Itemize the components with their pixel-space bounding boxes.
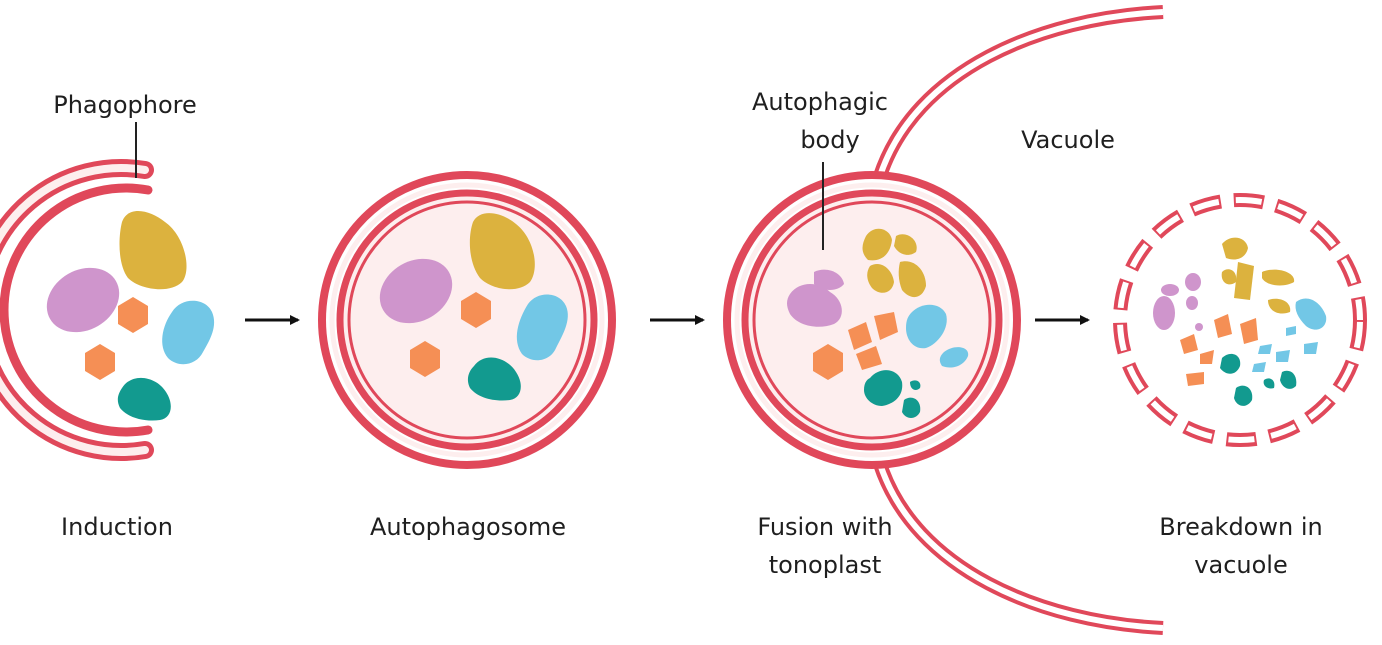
cargo-blue-fragment <box>1276 350 1290 362</box>
stage-caption: vacuole <box>1194 551 1287 579</box>
cargo-gold-fragment <box>867 263 894 293</box>
cargo-lilac-fragment <box>1186 296 1198 310</box>
cargo-gold-blob <box>469 213 535 290</box>
cargo-orange-hexagon-1 <box>461 292 491 328</box>
cargo-orange-fragment <box>1214 314 1232 338</box>
cargo-lilac-fragment <box>814 269 844 290</box>
cargo-teal-fragment <box>1280 370 1297 389</box>
phagophore-membrane <box>0 159 154 461</box>
cargo-teal-blob <box>467 357 521 401</box>
cargo-gold-fragment <box>1268 298 1291 314</box>
cargo-gold-fragment <box>862 228 892 261</box>
cargo-orange-fragment <box>1180 334 1198 354</box>
cargo-teal-fragment <box>910 380 921 390</box>
cargo-lilac-oval <box>379 258 453 324</box>
cargo-blue-fragment <box>1295 298 1327 330</box>
cargo-gold-fragment <box>1234 262 1254 300</box>
cargo-lilac-fragment <box>1153 296 1175 330</box>
cargo-gold-fragment <box>894 234 917 255</box>
vacuole-label: Vacuole <box>1021 126 1115 154</box>
phagophore-label: Phagophore <box>53 91 197 119</box>
stage-breakdown-in-vacuole: Breakdown in vacuole <box>1113 193 1367 579</box>
cargo-blue-fragment <box>1286 326 1296 336</box>
stage-caption: tonoplast <box>769 551 882 579</box>
autophagic-body-label: body <box>800 126 859 154</box>
cargo-orange-fragment <box>848 322 872 350</box>
cargo-orange-hexagon <box>813 344 843 380</box>
autophagosome-outer-gap <box>329 182 605 458</box>
stage-caption: Autophagosome <box>370 513 566 541</box>
autophagosome-outer-membrane <box>318 171 616 469</box>
cargo-gold-fragment <box>1222 237 1248 260</box>
cargo-orange-fragment <box>1200 350 1214 364</box>
cargo-teal-fragment <box>1234 385 1253 406</box>
cargo-teal-blob <box>117 377 171 421</box>
tonoplast-membrane <box>873 5 1164 635</box>
stage-caption: Fusion with <box>757 513 892 541</box>
cargo-lilac-oval <box>46 267 120 333</box>
cargo-blue-fragment <box>1252 362 1266 372</box>
cargo-lilac-fragment <box>1161 284 1179 296</box>
cargo-gold-fragment <box>1262 269 1295 286</box>
cargo-teal-fragment <box>1220 353 1241 374</box>
cargo-gold-fragment <box>1221 269 1237 285</box>
phagophore-inner-band <box>0 183 153 437</box>
autophagosome-outer-gap <box>734 182 1010 458</box>
stage-caption: Breakdown in <box>1159 513 1322 541</box>
tonoplast-lower-arc <box>873 461 1164 635</box>
cargo-blue-fragment <box>1304 342 1318 354</box>
cargo-orange-fragment <box>856 346 882 370</box>
cargo-orange-hexagon-2 <box>85 344 115 380</box>
cargo-teal-fragment <box>864 370 903 406</box>
cargo-blue-blob <box>162 300 215 365</box>
cargo-gold-fragment <box>898 261 926 298</box>
cargo-orange-hexagon-1 <box>118 297 148 333</box>
cargo-teal-fragment <box>902 397 921 418</box>
cargo-teal-fragment <box>1263 378 1275 389</box>
autophagic-body-label: Autophagic <box>752 88 888 116</box>
tonoplast-upper-arc-gap <box>877 9 1164 177</box>
phagophore-band-gap <box>0 164 149 456</box>
cargo-blue-blob <box>516 294 568 361</box>
autophagosome-outer-membrane <box>723 171 1021 469</box>
stage-induction: Phagophore Induction <box>0 91 215 541</box>
cargo-blue-fragment <box>939 347 969 368</box>
disintegrating-membrane-gap <box>1117 197 1363 443</box>
tonoplast-lower-arc-gap <box>877 463 1164 631</box>
cargo-lilac-fragment <box>787 284 842 327</box>
cargo-orange-fragment <box>1240 318 1258 344</box>
cargo-blue-fragment <box>1258 344 1272 354</box>
cargo-orange-fragment <box>1186 372 1204 386</box>
cargo-blue-fragment <box>906 304 947 349</box>
cargo-lilac-fragment <box>1185 273 1201 291</box>
cargo-lilac-fragment <box>1195 323 1203 331</box>
stage-autophagosome: Autophagosome <box>318 171 616 541</box>
cargo-gold-blob <box>119 211 187 290</box>
cargo-orange-fragment <box>874 312 898 340</box>
stage-fusion-with-tonoplast: Autophagic body Vacuole Fusion with tono… <box>723 5 1164 635</box>
autophagosome-inner-core <box>752 200 992 440</box>
cargo-orange-hexagon-2 <box>410 341 440 377</box>
stage-caption: Induction <box>61 513 173 541</box>
